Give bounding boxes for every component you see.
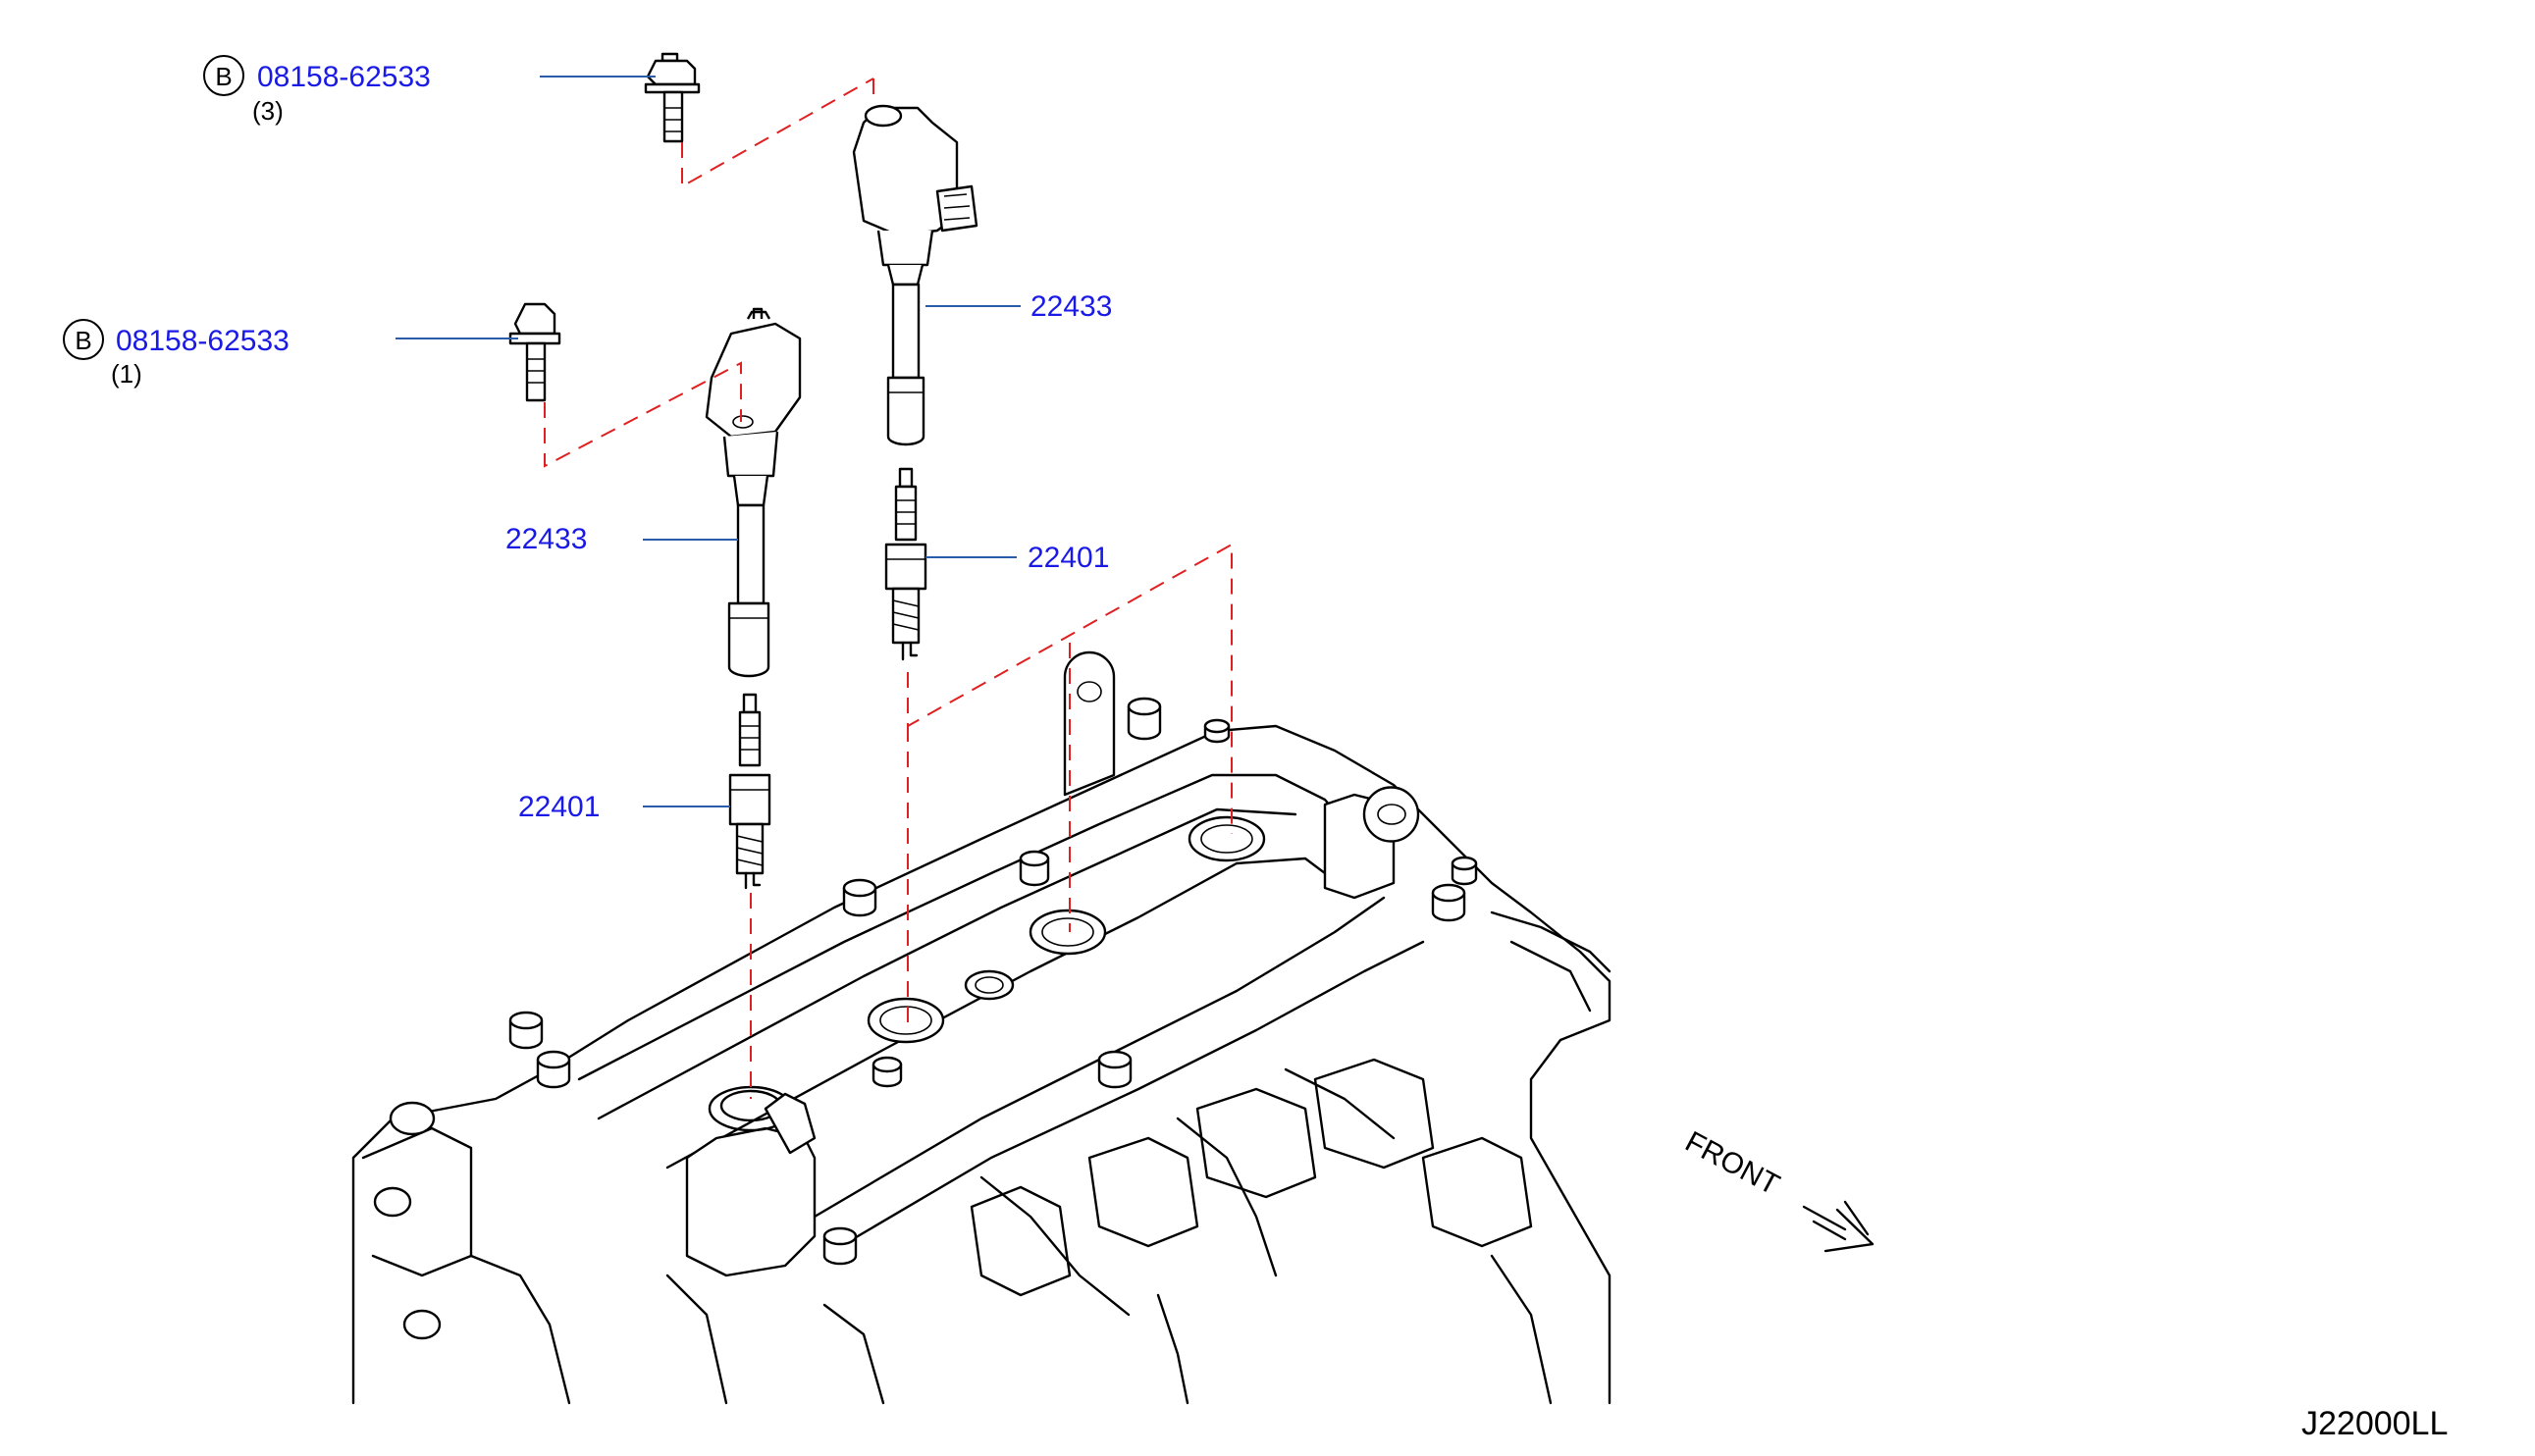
cover-studs <box>508 697 1478 1266</box>
spark-plug-wells <box>867 815 1266 1044</box>
qty-label-left: (1) <box>111 359 142 389</box>
badge-letter-top: B <box>215 62 232 91</box>
coil-bolt-left <box>508 302 561 402</box>
callout-bolt-top[interactable]: B 08158-62533 (3) <box>203 55 431 126</box>
part-link-22401-right[interactable]: 22401 <box>1028 542 1109 574</box>
part-link-22433-left[interactable]: 22433 <box>505 523 587 555</box>
spark-plug-left <box>728 693 771 890</box>
badge-circle-b-top <box>203 55 244 96</box>
alignment-lines <box>544 78 1233 1099</box>
front-direction-indicator: FRONT <box>1680 1125 1875 1253</box>
front-label: FRONT <box>1680 1125 1785 1202</box>
coil-bolt-top <box>644 52 701 143</box>
part-link-08158-62533-top[interactable]: 08158-62533 <box>257 61 431 93</box>
part-link-08158-62533-left[interactable]: 08158-62533 <box>116 325 290 357</box>
front-arrow-icon <box>1802 1200 1875 1253</box>
part-link-22401-left[interactable]: 22401 <box>518 791 600 823</box>
ignition-coil-left <box>705 307 802 678</box>
engine-cylinder-head <box>351 650 1611 1405</box>
qty-label-top: (3) <box>252 96 284 126</box>
ignition-coil-right <box>852 104 978 446</box>
spark-plug-right <box>884 467 927 661</box>
badge-letter-left: B <box>75 326 91 355</box>
diagram-code: J22000LL <box>2301 1405 2448 1442</box>
callout-bolt-left[interactable]: B 08158-62533 (1) <box>63 319 290 389</box>
part-link-22433-right[interactable]: 22433 <box>1030 290 1112 323</box>
callout-leaders <box>396 76 1021 807</box>
badge-circle-b-left <box>63 319 104 360</box>
